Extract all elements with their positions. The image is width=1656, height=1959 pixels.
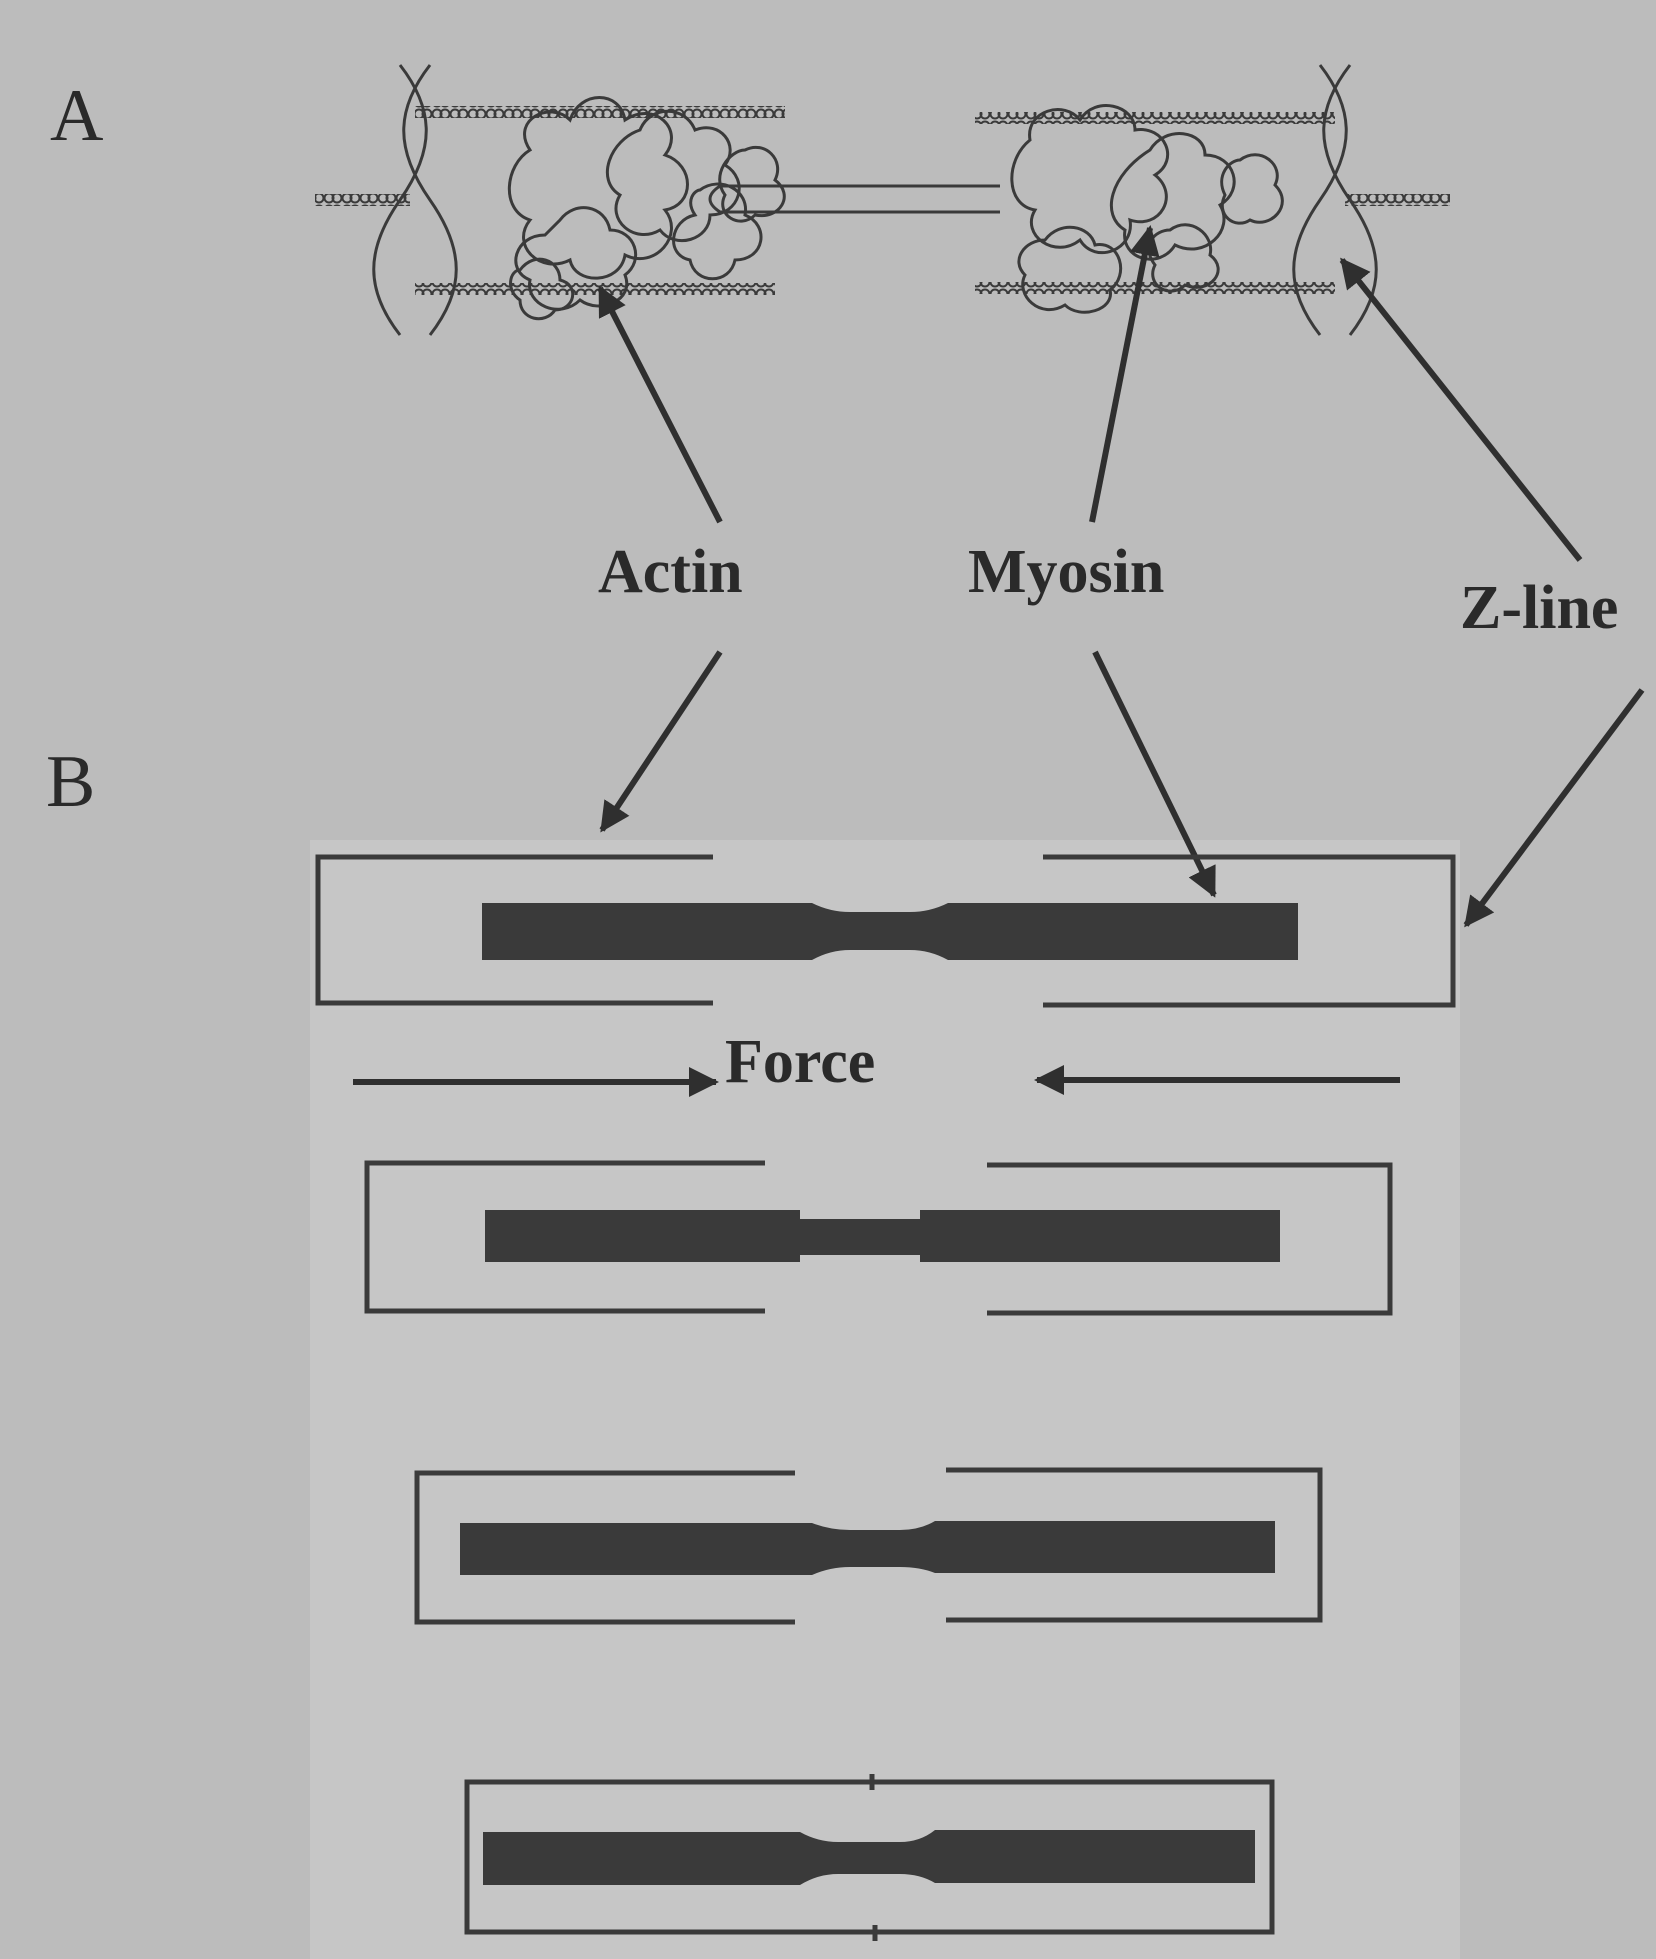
actin-arrow-up — [600, 288, 720, 522]
myosin-tail — [710, 186, 1000, 212]
actin-label: Actin — [598, 538, 743, 606]
panel-b-background — [310, 840, 1460, 1959]
myosin-heads-right — [1012, 106, 1283, 313]
actin-filament-top-left — [415, 106, 785, 118]
panel-b-label: B — [46, 741, 95, 823]
label-arrows-panel-a — [600, 228, 1580, 560]
actin-filament-bottom-left — [415, 283, 775, 295]
actin-filament-top-right — [975, 112, 1335, 124]
z-anchor-left — [315, 194, 410, 206]
force-label: Force — [725, 1028, 875, 1096]
panel-a-label: A — [50, 75, 103, 157]
z-anchor-right — [1345, 194, 1450, 206]
z-line-arrow-down — [1466, 690, 1642, 925]
actin-arrow-down — [602, 652, 720, 830]
panel-a-sketch — [315, 65, 1450, 335]
z-line-arrow-up — [1342, 260, 1580, 560]
myosin-label: Myosin — [968, 538, 1164, 606]
z-line-label: Z-line — [1460, 574, 1618, 642]
